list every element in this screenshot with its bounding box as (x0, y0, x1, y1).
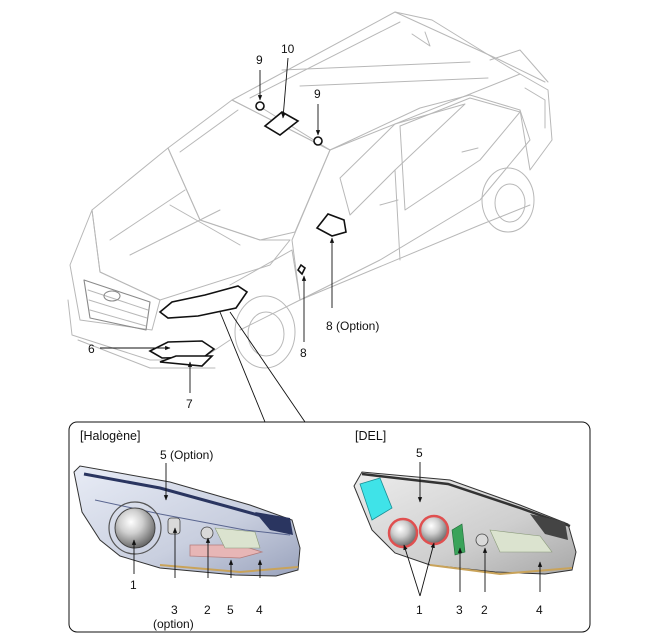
led-label-1: 1 (416, 603, 423, 617)
callout-8: 8 (300, 346, 307, 360)
callout-6: 6 (88, 342, 95, 356)
part-6-fog-lamp (148, 340, 216, 359)
callout-9-left: 9 (256, 53, 263, 67)
callout-7: 7 (186, 397, 193, 411)
led-label-4: 4 (536, 603, 543, 617)
callout-10: 10 (281, 42, 295, 56)
vehicle-parts (148, 101, 347, 367)
halogen-label-3-option: (option) (153, 617, 194, 631)
halogen-label-5: 5 (227, 603, 234, 617)
part-10-sensor (263, 111, 300, 136)
callout-9-right: 9 (314, 87, 321, 101)
led-label-2: 2 (481, 603, 488, 617)
halogen-low-beam-lens (114, 507, 156, 549)
led-title: [DEL] (355, 429, 386, 443)
halogen-label-4: 4 (256, 603, 263, 617)
led-projector-right (418, 514, 450, 546)
part-8-side-repeater (296, 263, 307, 276)
halogen-label-1: 1 (130, 578, 137, 592)
led-projector-left (387, 517, 419, 549)
part-9-right (313, 136, 323, 146)
callout-leaders (100, 57, 335, 423)
part-8-mirror (315, 213, 347, 237)
headlamp-on-vehicle (158, 285, 249, 319)
halogen-label-5-option: 5 (Option) (160, 448, 213, 462)
halogen-section: [Halogène] 5 (Option) 1 3 (option) 2 5 4 (73, 429, 301, 631)
led-label-3: 3 (456, 603, 463, 617)
halogen-label-3: 3 (171, 603, 178, 617)
callout-8-option: 8 (Option) (326, 319, 379, 333)
led-label-5: 5 (416, 446, 423, 460)
halogen-label-2: 2 (204, 603, 211, 617)
halogen-title: [Halogène] (80, 429, 140, 443)
part-9-left (255, 101, 265, 111)
led-section: [DEL] 5 1 3 2 4 (353, 429, 577, 617)
vehicle-outline (67, 11, 553, 369)
